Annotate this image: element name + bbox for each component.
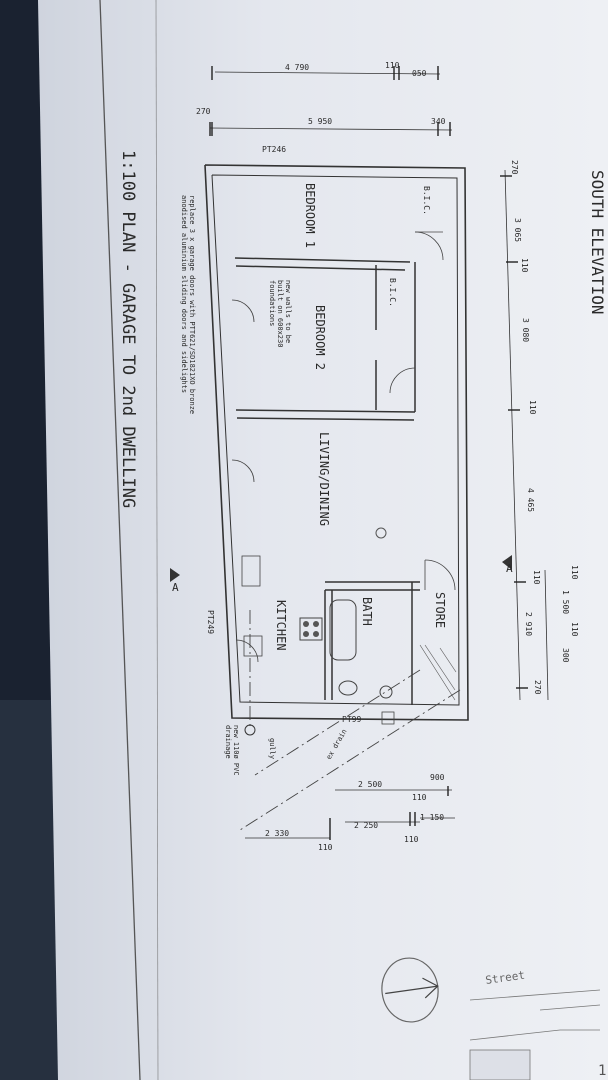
room-bic-1: B.I.C. (422, 186, 431, 215)
section-arrow-top (502, 555, 512, 570)
dim-right-12: 300 (561, 648, 570, 663)
note-walls-line-3: foundations (268, 280, 276, 326)
sink (243, 635, 263, 657)
note-walls-line-1: new walls to be (284, 280, 292, 343)
room-bedroom-2: BEDROOM 2 (313, 305, 327, 370)
toilet (338, 680, 358, 696)
pt-label-b: PT249 (206, 610, 215, 634)
note-garage-line-2: anodised aluminium sliding doors and sid… (180, 195, 188, 393)
north-arrow (381, 957, 439, 1023)
dim-right-10: 1 500 (561, 590, 570, 614)
dim-bottom-110a: 110 (412, 793, 427, 802)
margin-line (155, 0, 159, 1080)
dim-top-340: 340 (431, 117, 446, 126)
dim-right-8: 270 (533, 680, 542, 695)
note-drainage: drainage (224, 725, 232, 759)
pt-label-a: PT246 (262, 145, 286, 154)
dimension-lines (209, 71, 549, 839)
room-kitchen: KITCHEN (274, 600, 288, 651)
gully-pit (244, 724, 256, 736)
drawing-border (99, 0, 141, 1080)
dim-bottom-110c: 110 (404, 835, 419, 844)
elevation-title: SOUTH ELEVATION (588, 170, 607, 315)
dim-bottom-2330: 2 330 (265, 829, 289, 838)
outer-walls (204, 164, 469, 721)
basin (379, 685, 393, 699)
dim-bottom-900: 900 (430, 773, 445, 782)
light-point (375, 527, 387, 539)
dim-bottom-2500: 2 500 (358, 780, 382, 789)
room-bedroom-1: BEDROOM 1 (303, 183, 317, 248)
stove (299, 617, 323, 641)
note-garage-line-1: replace 3 x garage doors with PTT621/SD1… (188, 195, 196, 414)
dim-bottom-1150: 1 150 (420, 813, 444, 822)
pt-label-c: PT99 (342, 715, 361, 724)
dim-right-5: 4 465 (526, 488, 535, 512)
note-gully: gully (268, 738, 276, 759)
dim-right-2: 110 (520, 258, 529, 273)
site-plan (469, 989, 601, 1080)
note-walls-line-2: built on 600x230 (276, 280, 284, 347)
dim-right-11: 110 (570, 622, 579, 637)
room-bath: BATH (360, 597, 374, 626)
dim-top-4790: 4 790 (285, 63, 309, 72)
dim-right-9: 110 (570, 565, 579, 580)
interior-walls (234, 257, 420, 705)
dim-top-5950: 5 950 (308, 117, 332, 126)
bathtub (329, 599, 357, 661)
room-store: STORE (433, 592, 447, 628)
dim-right-6: 110 (532, 570, 541, 585)
dimension-ticks (209, 66, 528, 840)
fridge (241, 555, 261, 587)
dim-top-110: 110 (385, 61, 400, 70)
page-number: 1 (598, 1063, 606, 1079)
street-label: Street (485, 969, 526, 987)
dim-right-1: 3 065 (513, 218, 522, 242)
section-marker-bottom: A (172, 581, 179, 594)
dim-top-050: 050 (412, 69, 427, 78)
section-marker-top: A (506, 562, 513, 575)
room-bic-2: B.I.C. (388, 278, 397, 307)
drainage-lines (239, 610, 461, 831)
room-living-dining: LIVING/DINING (317, 432, 331, 526)
dim-right-0: 270 (510, 160, 519, 175)
note-new-pvc: new 110ø PVC (232, 725, 240, 776)
plan-title: 1:100 PLAN - GARAGE TO 2nd DWELLING (118, 150, 138, 508)
dim-bottom-2250: 2 250 (354, 821, 378, 830)
dim-right-3: 3 080 (521, 318, 530, 342)
dim-bottom-110b: 110 (318, 843, 333, 852)
door-swings (231, 231, 456, 663)
dim-right-4: 110 (528, 400, 537, 415)
dim-top-270: 270 (196, 107, 211, 116)
store-shelves (419, 644, 457, 701)
section-arrow-bottom (170, 568, 180, 582)
dim-right-7: 2 910 (524, 612, 533, 636)
